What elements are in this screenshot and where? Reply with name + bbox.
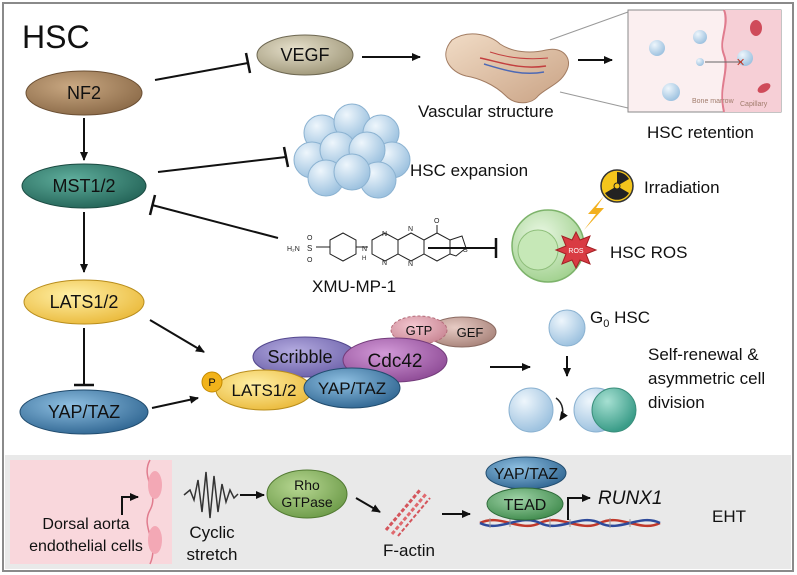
- node-vegf: VEGF: [256, 34, 354, 76]
- scribble-complex: GEF GTP Scribble Cdc42 LATS1/2 YAP/TAZ P: [201, 315, 497, 411]
- inhibit-lats-yap: [74, 328, 94, 387]
- atom-s-sulfonyl: S: [307, 244, 312, 253]
- hsc-retention-label: HSC retention: [647, 123, 754, 142]
- dna-helix: [479, 518, 661, 528]
- cyclic-line1: Cyclic: [189, 523, 235, 542]
- node-nf2-label: NF2: [67, 83, 101, 103]
- node-mst: MST1/2: [21, 163, 147, 209]
- vascular-structure-label: Vascular structure: [418, 102, 554, 121]
- g0-hsc-cell: [548, 309, 586, 347]
- runx1-label: RUNX1: [598, 488, 662, 509]
- atom-n-methyl: N: [408, 261, 413, 268]
- arrow-tead-runx1: [567, 494, 591, 520]
- complex-gtp-label: GTP: [406, 323, 433, 338]
- xmu-mp-1-atoms: S O O H₂N N H N N N N S O: [287, 218, 468, 268]
- zoom-line-top: [549, 11, 629, 41]
- node-yap: YAP/TAZ: [19, 389, 149, 435]
- inhibit-drug-mst: [148, 194, 279, 239]
- node-yap-label: YAP/TAZ: [48, 402, 120, 422]
- hsc-expansion-label: HSC expansion: [410, 161, 528, 180]
- rho-line1: Rho: [294, 477, 320, 493]
- bone-marrow-label: Bone marrow: [692, 98, 735, 105]
- atom-n-ring3: N: [408, 226, 413, 233]
- atom-s-thiophene: S: [463, 247, 468, 254]
- atom-o-ketone: O: [434, 218, 440, 225]
- node-lats-label: LATS1/2: [50, 292, 119, 312]
- f-actin-illustration: [384, 489, 431, 537]
- bottom-tead-label: TEAD: [504, 497, 547, 514]
- division-cells: [508, 387, 637, 433]
- radiation-icon: [600, 169, 634, 203]
- node-rho-gtpase: Rho GTPase: [266, 469, 348, 519]
- bottom-yap-label: YAP/TAZ: [494, 466, 559, 483]
- inhibit-drug-ros: [428, 238, 498, 258]
- atom-nh2: H₂N: [287, 246, 300, 253]
- node-yap-bottom: YAP/TAZ: [485, 456, 567, 490]
- hsc-ros-label: HSC ROS: [610, 243, 687, 262]
- self-renewal-line3: division: [648, 393, 705, 412]
- cyclic-stretch-wave: [183, 471, 239, 519]
- capillary-label: Capillary: [740, 101, 768, 108]
- node-mst-label: MST1/2: [52, 176, 115, 196]
- complex-lats-label: LATS1/2: [232, 381, 297, 400]
- rho-line2: GTPase: [281, 494, 333, 510]
- zoom-line-bottom: [559, 91, 629, 109]
- arrow-yap-complex: [151, 395, 199, 409]
- node-tead: TEAD: [486, 487, 564, 521]
- atom-n-ring1: N: [382, 260, 387, 267]
- atom-o-top: O: [307, 235, 313, 242]
- atom-h: H: [362, 256, 366, 262]
- atom-o-bottom: O: [307, 257, 313, 264]
- ros-badge-label: ROS: [568, 248, 584, 255]
- atom-n-ring2: N: [382, 231, 387, 238]
- arrow-rho-factin: [355, 497, 381, 513]
- svg-text:✕: ✕: [736, 57, 745, 69]
- hsc-cluster-illustration: [293, 103, 411, 199]
- complex-cdc42-label: Cdc42: [368, 351, 423, 372]
- endo-line2: endothelial cells: [29, 538, 143, 555]
- hsc-ros-cell: ROS: [511, 209, 598, 283]
- inhibit-nf2-vegf: [154, 52, 252, 81]
- self-renewal-line2: asymmetric cell: [648, 369, 765, 388]
- complex-scribble-label: Scribble: [267, 347, 332, 367]
- inhibit-mst-expansion: [157, 146, 290, 173]
- arrow-lats-complex: [149, 319, 205, 353]
- endothelial-panel: [10, 459, 172, 565]
- node-lats: LATS1/2: [23, 279, 145, 325]
- panel-title: HSC: [22, 19, 90, 55]
- atom-nh: N: [362, 246, 367, 253]
- complex-yap-label: YAP/TAZ: [318, 379, 386, 398]
- endo-line1: Dorsal aorta: [42, 516, 129, 533]
- lightning-icon: [584, 196, 604, 230]
- complex-p-label: P: [208, 377, 215, 389]
- factin-label: F-actin: [383, 541, 435, 560]
- bone-illustration: [445, 33, 569, 104]
- eht-label: EHT: [712, 507, 746, 526]
- self-renewal-line1: Self-renewal &: [648, 345, 759, 364]
- drug-name-label: XMU-MP-1: [312, 277, 396, 296]
- hsc-retention-panel: ✕ Bone marrow Capillary: [627, 9, 782, 113]
- node-nf2: NF2: [25, 70, 143, 116]
- g0-hsc-label: G0 HSC: [590, 308, 650, 330]
- irradiation-label: Irradiation: [644, 178, 720, 197]
- cyclic-line2: stretch: [186, 545, 237, 564]
- complex-gef-label: GEF: [457, 325, 484, 340]
- xmu-mp-1-structure: [316, 225, 467, 262]
- node-vegf-label: VEGF: [280, 45, 329, 65]
